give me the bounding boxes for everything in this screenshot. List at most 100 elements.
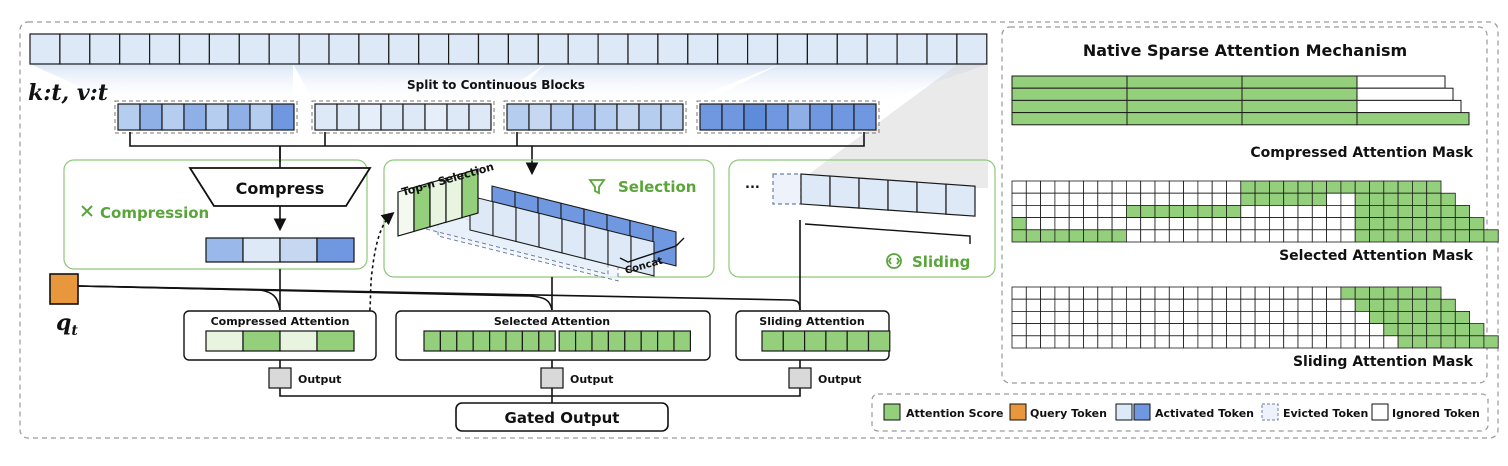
mask-cell-selected: [1126, 229, 1142, 243]
mask-cell-sliding: [1083, 310, 1099, 324]
block-token: [336, 103, 360, 131]
selected-block-token: [492, 201, 517, 243]
mask-cell-selected: [1340, 192, 1356, 206]
block-token: [528, 103, 552, 131]
seq-token: [358, 33, 390, 65]
seq-token: [926, 33, 958, 65]
mask-cell-sliding: [1240, 335, 1256, 349]
mask-cell-selected: [1011, 217, 1027, 231]
seq-token: [268, 33, 300, 65]
compressed-attention-mask: [1011, 75, 1470, 126]
mask-cell-sliding: [1383, 286, 1399, 300]
block-token: [358, 103, 382, 131]
mask-cell-selected: [1426, 217, 1442, 231]
mask-cell-sliding: [1426, 335, 1442, 349]
output-connectors: [279, 360, 801, 404]
mask-cell-selected: [1054, 229, 1070, 243]
mask-cell-sliding: [1311, 298, 1328, 312]
sliding-score-cell: [782, 330, 806, 352]
mask-cell-selected: [1440, 204, 1456, 218]
mask-cell-selected: [1283, 204, 1299, 218]
mask-cell-sliding: [1240, 323, 1256, 337]
mask-cell-sliding: [1440, 323, 1456, 337]
mask-cell-sliding: [1011, 310, 1027, 324]
mask-cell-selected: [1369, 180, 1385, 194]
mask-cell-selected: [1426, 192, 1442, 206]
sliding-output-gate: [788, 367, 812, 389]
selected-block-token: [607, 229, 632, 271]
mask-cell-selected: [1397, 192, 1413, 206]
mask-cell-selected: [1168, 217, 1185, 231]
mask-cell-selected: [1412, 229, 1428, 243]
mask-cell-selected: [1097, 192, 1113, 206]
mask-cell-selected: [1083, 192, 1099, 206]
mask-cell-sliding: [1054, 286, 1070, 300]
mask-cell-sliding: [1297, 310, 1313, 324]
block-token: [831, 103, 855, 131]
mask-cell-selected: [1083, 217, 1099, 231]
mask-cell-sliding: [1040, 323, 1056, 337]
block-token: [660, 103, 684, 131]
mask-cell-sliding: [1025, 323, 1042, 337]
continuous-blocks: [114, 100, 880, 134]
mask-cell-sliding: [1111, 310, 1127, 324]
sliding-title: Sliding: [912, 253, 970, 271]
mask-cell-selected: [1283, 180, 1299, 194]
mask-cell-sliding: [1412, 298, 1428, 312]
selected-score-cell: [505, 330, 523, 352]
mask-cell-sliding: [1025, 335, 1042, 349]
mask-cell-selected: [1054, 192, 1070, 206]
mask-cell-sliding: [1297, 286, 1313, 300]
mask-cell-selected: [1440, 192, 1456, 206]
mask-cell-sliding: [1283, 335, 1299, 349]
mask-cell-selected: [1311, 229, 1328, 243]
compression-panel: [63, 159, 368, 270]
seq-token: [836, 33, 868, 65]
mask-cell-selected: [1211, 217, 1227, 231]
mask-cell-sliding: [1154, 335, 1170, 349]
mask-cell-selected: [1226, 180, 1242, 194]
block-token: [117, 103, 141, 131]
mask-cell-selected: [1326, 192, 1342, 206]
mask-cell-sliding: [1054, 298, 1070, 312]
block-outline: [311, 100, 495, 134]
compressed-tokens: [205, 237, 355, 263]
mask-cell-sliding: [1154, 286, 1170, 300]
mask-cell-sliding: [1311, 323, 1328, 337]
mask-cell-compressed: [1126, 87, 1243, 101]
selected-score-cell: [624, 330, 642, 352]
mask-cell-sliding: [1326, 298, 1342, 312]
mask-cell-selected: [1254, 217, 1270, 231]
mask-cell-selected: [1126, 217, 1142, 231]
mask-cell-sliding: [1126, 298, 1142, 312]
mask-cell-sliding: [1412, 335, 1428, 349]
mask-cell-selected: [1397, 204, 1413, 218]
sliding-window-tokens: [800, 173, 976, 217]
compression-title: Compression: [100, 204, 209, 222]
mask-cell-compressed: [1241, 75, 1358, 89]
mask-cell-sliding: [1083, 298, 1099, 312]
mask-cell-compressed: [1011, 99, 1128, 114]
mask-cell-compressed: [1011, 87, 1128, 101]
mask-cell-sliding: [1083, 323, 1099, 337]
mask-cell-sliding: [1383, 335, 1399, 349]
evicted-token: [772, 173, 802, 205]
mask-cell-selected: [1340, 229, 1356, 243]
mask-cell-sliding: [1454, 323, 1471, 337]
mask-cell-sliding: [1211, 323, 1227, 337]
mask-cell-selected: [1426, 229, 1442, 243]
sliding-ellipsis: ...: [745, 177, 760, 192]
gated-output-box: [455, 402, 669, 432]
mask-cell-sliding: [1426, 286, 1442, 300]
mask-cell-selected: [1025, 192, 1042, 206]
mask-cell-selected: [1254, 180, 1270, 194]
mask-cell-selected: [1269, 229, 1285, 243]
mask-cell-selected: [1369, 204, 1385, 218]
mask-cell-sliding: [1040, 335, 1056, 349]
mask-cell-sliding: [1054, 335, 1070, 349]
compressed-output-gate: [268, 367, 292, 389]
compressed-output-label: Output: [298, 373, 341, 386]
mask-cell-selected: [1397, 180, 1413, 194]
mask-cell-sliding: [1311, 335, 1328, 349]
